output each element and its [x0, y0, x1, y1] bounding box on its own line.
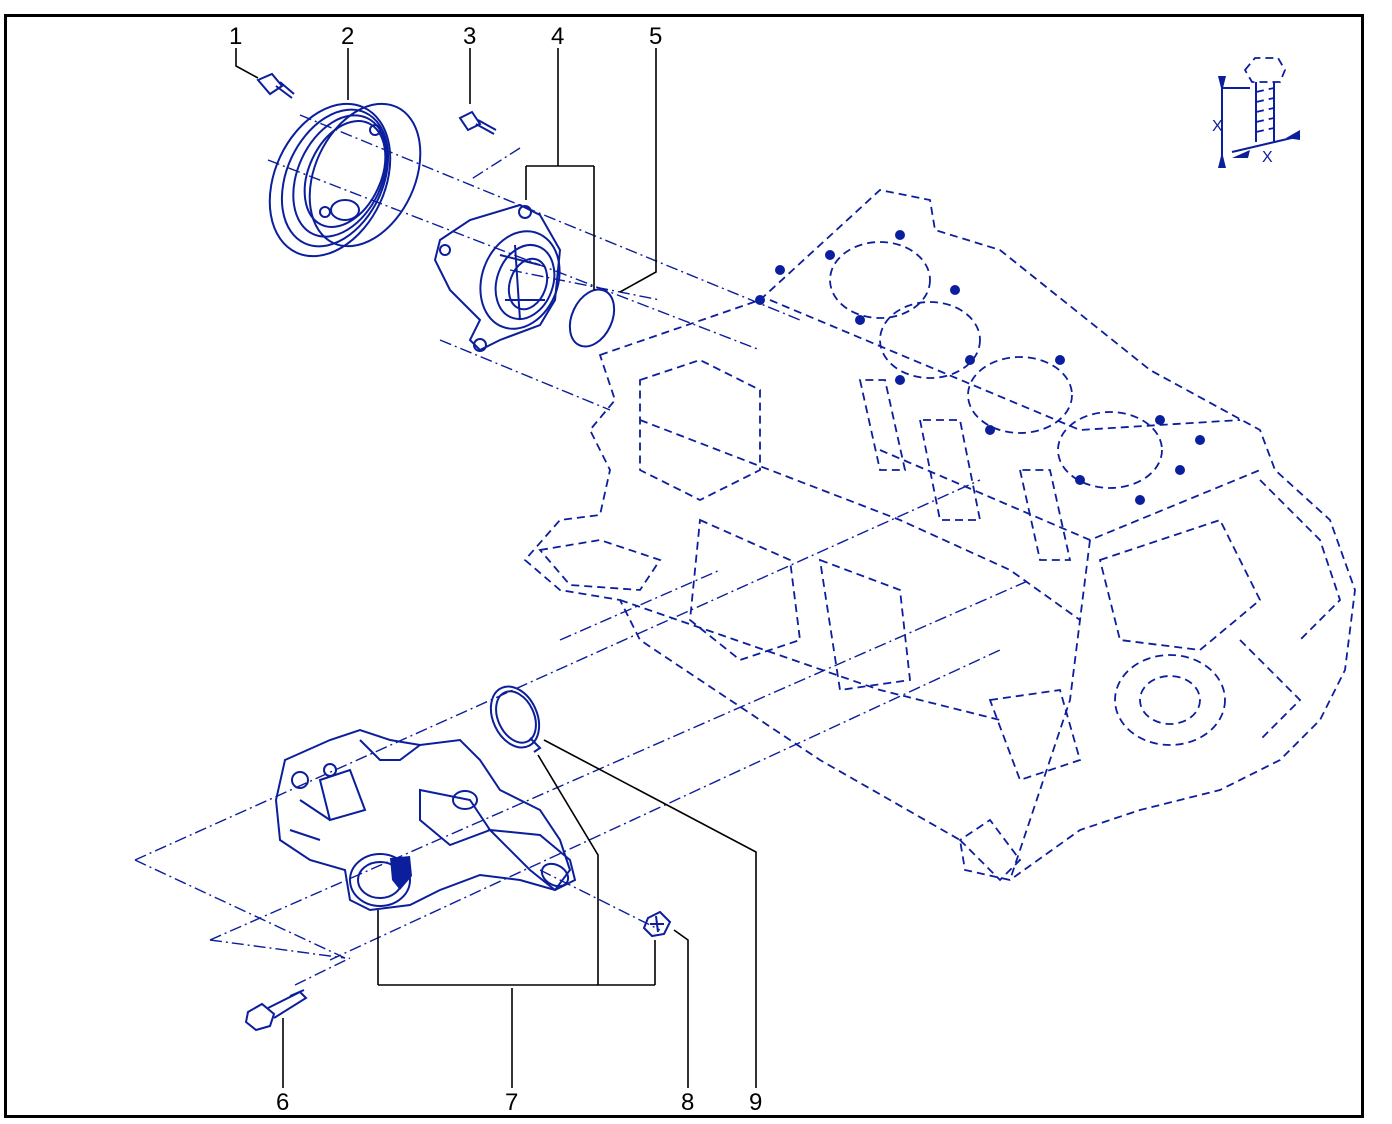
- diagram-frame: [4, 14, 1364, 1118]
- bolt-x-horizontal-label: X: [1262, 149, 1273, 166]
- callout-6: 6: [276, 1089, 289, 1116]
- callout-8: 8: [681, 1089, 694, 1116]
- gasket-9: [489, 685, 542, 753]
- water-pump-4: [433, 203, 562, 352]
- callout-4: 4: [551, 23, 564, 50]
- callout-9: 9: [749, 1089, 762, 1116]
- bolt-1: [256, 72, 295, 99]
- bolt-3: [458, 110, 497, 135]
- bolt-6: [244, 989, 308, 1032]
- callout-5: 5: [649, 23, 662, 50]
- bolt-length-symbol: X X: [1212, 57, 1301, 168]
- callout-1: 1: [229, 23, 242, 50]
- engine-block: [523, 189, 1356, 882]
- callout-7: 7: [505, 1089, 518, 1116]
- plug-8: [642, 910, 672, 938]
- callout-3: 3: [463, 23, 476, 50]
- o-ring-5: [568, 288, 616, 348]
- thermostat-housing-7: [274, 728, 577, 912]
- callout-2: 2: [341, 23, 354, 50]
- alignment-lines: [134, 114, 1031, 986]
- bolt-x-vertical-label: X: [1212, 118, 1223, 135]
- pulley-2: [268, 102, 422, 258]
- leader-lines: [235, 48, 757, 1088]
- callouts: 1 2 3 4 5 6 7 8 9: [229, 23, 762, 1116]
